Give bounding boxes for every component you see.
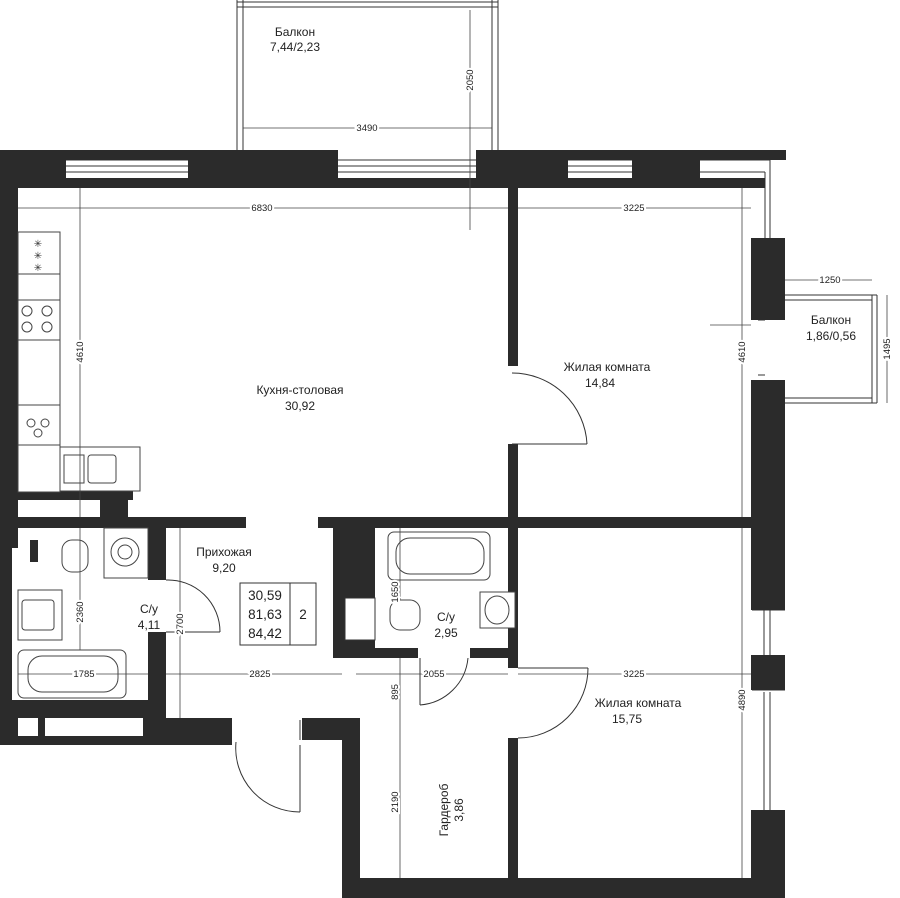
- dim-balcony-depth: 2050: [465, 69, 476, 90]
- dim-living2-width: 3225: [623, 669, 644, 680]
- summary-total-area: 81,63: [248, 607, 282, 622]
- doors: [165, 372, 589, 813]
- dim-wardrobe-height: 2190: [390, 791, 401, 812]
- summary-rooms-count: 2: [299, 607, 307, 622]
- room-area-balcony-right: 1,86/0,56: [806, 329, 856, 343]
- room-name-living2: Жилая комната: [595, 696, 682, 710]
- dim-hall-width: 2825: [249, 669, 270, 680]
- dim-bath1-width: 1785: [73, 669, 94, 680]
- room-area-balcony-top: 7,44/2,23: [270, 40, 320, 54]
- dim-bath1-height: 2360: [75, 601, 86, 622]
- walls: [0, 150, 786, 898]
- room-name-balcony-top: Балкон: [275, 25, 315, 39]
- room-name-bath1: С/у: [140, 602, 158, 616]
- summary-table: 30,59 81,63 84,42 2: [239, 582, 317, 646]
- bath2-fixtures: [387, 531, 516, 631]
- dim-kitchen-depth: 4610: [75, 341, 86, 362]
- room-name-kitchen: Кухня-столовая: [256, 383, 343, 397]
- dim-balcony-right-depth: 1495: [882, 338, 893, 359]
- dim-living1-width: 3225: [623, 203, 644, 214]
- summary-total-with-balcony: 84,42: [248, 626, 282, 641]
- dim-living1-depth: 4610: [737, 341, 748, 362]
- room-name-balcony-right: Балкон: [811, 313, 851, 327]
- room-area-living1: 14,84: [585, 376, 615, 390]
- room-area-living2: 15,75: [612, 712, 642, 726]
- windows: [66, 159, 785, 810]
- dim-balcony-width: 3490: [356, 123, 377, 134]
- room-area-bath2: 2,95: [434, 626, 458, 640]
- room-name-wardrobe: Гардероб: [437, 783, 451, 836]
- room-area-kitchen: 30,92: [285, 399, 315, 413]
- dim-bath2-width: 2055: [423, 669, 444, 680]
- room-area-bath1: 4,11: [138, 618, 161, 632]
- dim-wardrobe-upper: 895: [390, 684, 401, 700]
- summary-living-area: 30,59: [248, 588, 282, 603]
- svg-text:✳: ✳: [34, 239, 42, 250]
- dim-living2-depth: 4890: [737, 689, 748, 710]
- room-name-hall: Прихожая: [196, 545, 252, 559]
- dim-hall-height: 2700: [175, 613, 186, 634]
- room-area-hall: 9,20: [212, 561, 236, 575]
- room-area-wardrobe: 3,86: [452, 798, 466, 822]
- dimension-lines: [18, 10, 888, 878]
- kitchen-fixtures: ✳ ✳ ✳: [17, 231, 141, 493]
- room-name-living1: Жилая комната: [564, 360, 651, 374]
- svg-text:✳: ✳: [34, 251, 42, 262]
- svg-text:✳: ✳: [34, 263, 42, 274]
- balcony-right: [785, 294, 878, 404]
- dim-bath2-bathtub-height: 1650: [390, 581, 401, 602]
- balcony-top: [236, 0, 499, 150]
- dim-balcony-right-width: 1250: [819, 275, 840, 286]
- room-name-bath2: С/у: [437, 610, 455, 624]
- dim-kitchen-width: 6830: [251, 203, 272, 214]
